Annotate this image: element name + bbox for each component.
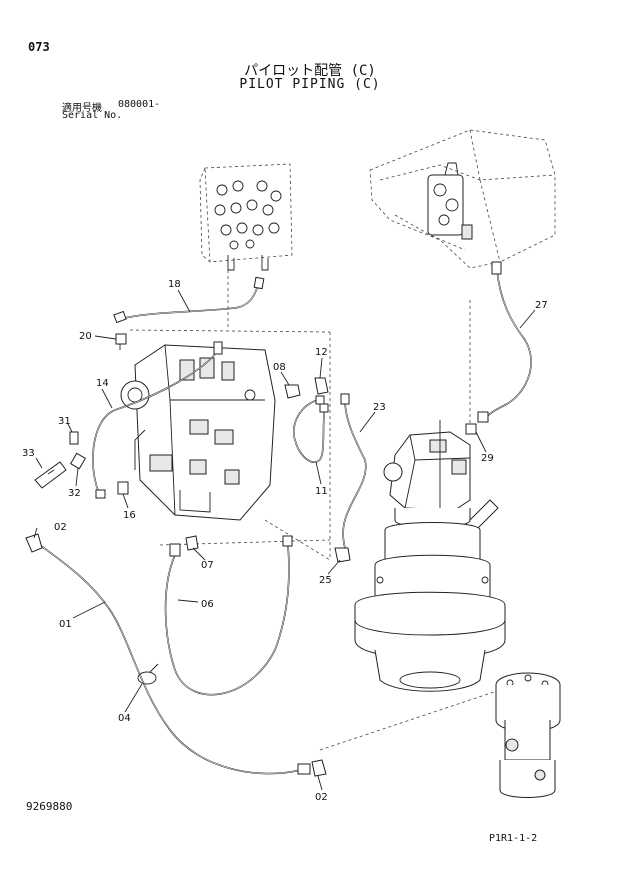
part-labels: 18 20 14 31 33 32 16 08 12 11 23 27 29 0… <box>22 279 548 803</box>
clamp-04 <box>137 663 159 685</box>
fitting-16 <box>117 481 129 495</box>
fitting-20 <box>115 333 127 350</box>
pilot-valve-block <box>427 162 473 240</box>
label-07: 07 <box>201 560 214 571</box>
hose-14 <box>92 341 223 499</box>
label-14: 14 <box>96 378 109 389</box>
fitting-29 <box>465 423 477 435</box>
fitting-25 <box>334 547 351 563</box>
hose-27 <box>477 261 532 423</box>
hose-23 <box>340 393 367 549</box>
fitting-08 <box>284 384 301 399</box>
fitting-07 <box>185 535 199 551</box>
fitting-12 <box>314 377 329 395</box>
solenoid-valve-unit <box>199 163 293 271</box>
label-20: 20 <box>79 331 92 342</box>
label-11: 11 <box>315 486 328 497</box>
page-code: P1R1-1-2 <box>489 833 538 844</box>
label-06: 06 <box>201 599 214 610</box>
swing-motor <box>354 420 506 692</box>
hose-33 <box>34 461 67 489</box>
hose-01 <box>25 533 311 775</box>
center-joint <box>495 672 561 798</box>
label-04: 04 <box>118 713 131 724</box>
serial-label-english: Serial No. <box>62 110 123 121</box>
fitting-32 <box>69 452 87 470</box>
document-number: 9269880 <box>26 800 73 813</box>
title-japanese: パイロット配管 (C) <box>244 63 376 79</box>
label-01: 01 <box>59 619 72 630</box>
cab-outline <box>369 129 556 269</box>
label-31: 31 <box>58 416 71 427</box>
label-02-bottom: 02 <box>315 792 328 803</box>
serial-label-japanese: 適用号機 <box>62 103 102 114</box>
title-english: PILOT PIPING (C) <box>239 77 381 92</box>
serial-number-value: 080001- <box>118 99 161 110</box>
label-32: 32 <box>68 488 81 499</box>
label-29: 29 <box>481 453 494 464</box>
label-27: 27 <box>535 300 548 311</box>
fitting-02-bottom <box>311 759 327 777</box>
hose-18 <box>113 276 265 324</box>
label-25: 25 <box>319 575 332 586</box>
label-08: 08 <box>273 362 286 373</box>
fitting-31 <box>69 431 79 445</box>
hose-06 <box>164 535 293 696</box>
hose-11 <box>293 395 329 463</box>
label-12: 12 <box>315 347 328 358</box>
label-23: 23 <box>373 402 386 413</box>
leader-lines <box>33 289 536 791</box>
label-16: 16 <box>123 510 136 521</box>
label-02-top: 02 <box>54 522 67 533</box>
page-number: 073 <box>28 40 50 54</box>
label-33: 33 <box>22 448 35 459</box>
label-18: 18 <box>168 279 181 290</box>
control-valve <box>120 344 276 521</box>
